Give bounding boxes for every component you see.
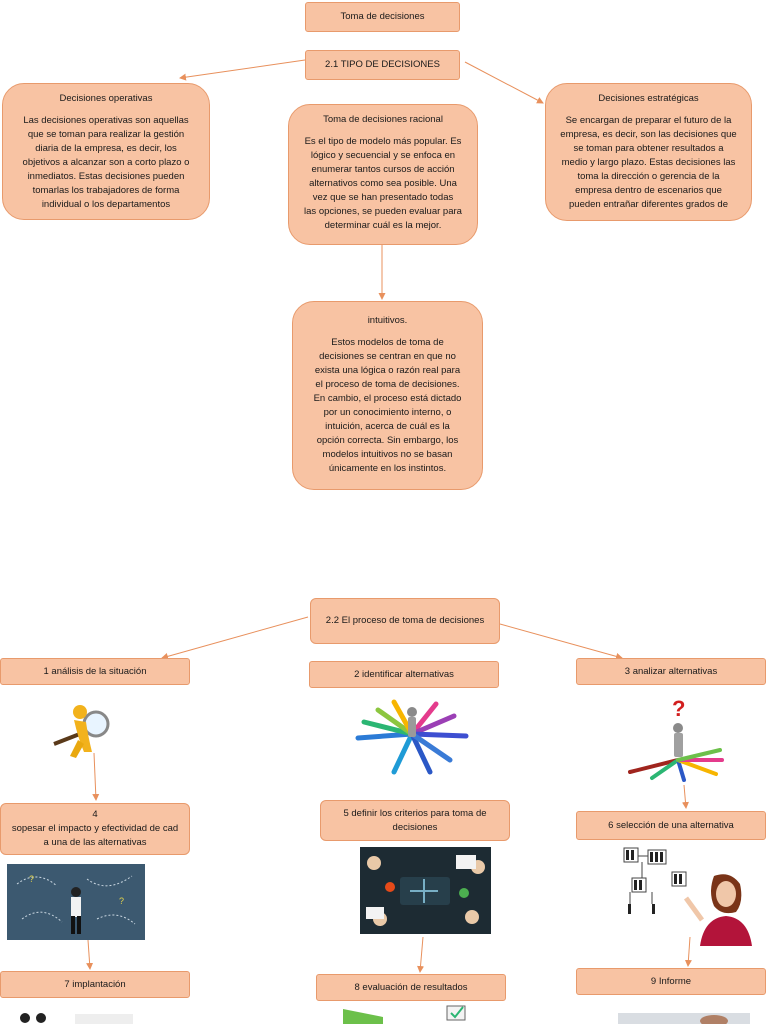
step-label: 8 evaluación de resultados bbox=[354, 981, 468, 993]
node-proceso-toma-decisiones: 2.2 El proceso de toma de decisiones bbox=[310, 598, 500, 644]
step-label: 5 definir los criterios para toma de dec… bbox=[343, 807, 487, 833]
svg-text:?: ? bbox=[119, 896, 124, 906]
arrow-step4-to-step7 bbox=[86, 939, 94, 970]
step-1-analisis: 1 análisis de la situación bbox=[0, 658, 190, 685]
step-label: 7 implantación bbox=[64, 978, 126, 990]
step-label: 4 sopesar el impacto y efectividad de ca… bbox=[11, 809, 179, 848]
svg-text:?: ? bbox=[29, 874, 34, 884]
orgchart-woman-illustration bbox=[622, 846, 754, 946]
node-title: Toma de decisiones racional bbox=[323, 114, 443, 125]
node-body: Estos modelos de toma de decisiones se c… bbox=[313, 337, 462, 474]
arrow-tipo-to-estrategicas bbox=[464, 61, 544, 104]
step-label: 3 analizar alternativas bbox=[624, 665, 718, 677]
step-2-identificar: 2 identificar alternativas bbox=[309, 661, 499, 688]
step-3-analizar: 3 analizar alternativas bbox=[576, 658, 766, 685]
node-title: Decisiones operativas bbox=[59, 93, 153, 104]
step-label: 1 análisis de la situación bbox=[43, 665, 147, 677]
arrow-step6-to-step9 bbox=[684, 936, 692, 967]
node-intuitivos: intuitivos. Estos modelos de toma de dec… bbox=[292, 301, 483, 490]
step-6-seleccion: 6 selección de una alternativa bbox=[576, 811, 766, 840]
checkmark-chart-illustration bbox=[343, 1003, 471, 1024]
arrows-figure-illustration bbox=[350, 698, 475, 780]
step-4-sopesar: 4 sopesar el impacto y efectividad de ca… bbox=[0, 803, 190, 855]
node-title: Decisiones estratégicas bbox=[598, 93, 699, 104]
node-body: Las decisiones operativas son aquellas q… bbox=[22, 115, 190, 210]
node-tipo-de-decisiones: 2.1 TIPO DE DECISIONES bbox=[305, 50, 460, 80]
step-7-implantacion: 7 implantación bbox=[0, 971, 190, 998]
svg-text:?: ? bbox=[672, 696, 685, 721]
step-9-informe: 9 Informe bbox=[576, 968, 766, 995]
step-label: 2 identificar alternativas bbox=[354, 668, 454, 680]
step-label: 6 selección de una alternativa bbox=[608, 819, 734, 831]
node-decisiones-operativas: Decisiones operativas Las decisiones ope… bbox=[2, 83, 210, 220]
thinking-man-illustration: ? ? bbox=[7, 864, 145, 940]
bottom-left-figure-illustration bbox=[15, 1010, 133, 1024]
node-title: intuitivos. bbox=[367, 315, 408, 326]
magnifier-figure-illustration bbox=[48, 700, 118, 762]
arrow-step3-to-step6 bbox=[681, 784, 689, 809]
node-label: 2.1 TIPO DE DECISIONES bbox=[325, 59, 440, 70]
title-toma-de-decisiones: Toma de decisiones bbox=[305, 2, 460, 32]
node-toma-decisiones-racional: Toma de decisiones racional Es el tipo d… bbox=[288, 104, 478, 245]
step-5-definir-criterios: 5 definir los criterios para toma de dec… bbox=[320, 800, 510, 841]
step-8-evaluacion: 8 evaluación de resultados bbox=[316, 974, 506, 1001]
arrow-step1-to-step4 bbox=[92, 752, 100, 801]
arrow-tipo-to-operativas bbox=[179, 59, 306, 81]
question-figure-illustration: ? bbox=[622, 694, 730, 782]
arrow-proceso-to-step3 bbox=[499, 623, 623, 660]
bottom-right-photo-illustration bbox=[618, 1012, 750, 1024]
step-label: 9 Informe bbox=[650, 975, 692, 987]
arrow-step5-to-step8 bbox=[417, 936, 424, 973]
arrow-proceso-to-step1 bbox=[161, 616, 309, 660]
node-body: Se encargan de preparar el futuro de la … bbox=[560, 115, 737, 210]
node-body: Es el tipo de modelo más popular. Es lóg… bbox=[304, 136, 462, 231]
node-label: 2.2 El proceso de toma de decisiones bbox=[325, 615, 485, 626]
hands-meeting-illustration bbox=[360, 847, 491, 934]
node-decisiones-estrategicas: Decisiones estratégicas Se encargan de p… bbox=[545, 83, 752, 221]
title-label: Toma de decisiones bbox=[340, 11, 425, 22]
